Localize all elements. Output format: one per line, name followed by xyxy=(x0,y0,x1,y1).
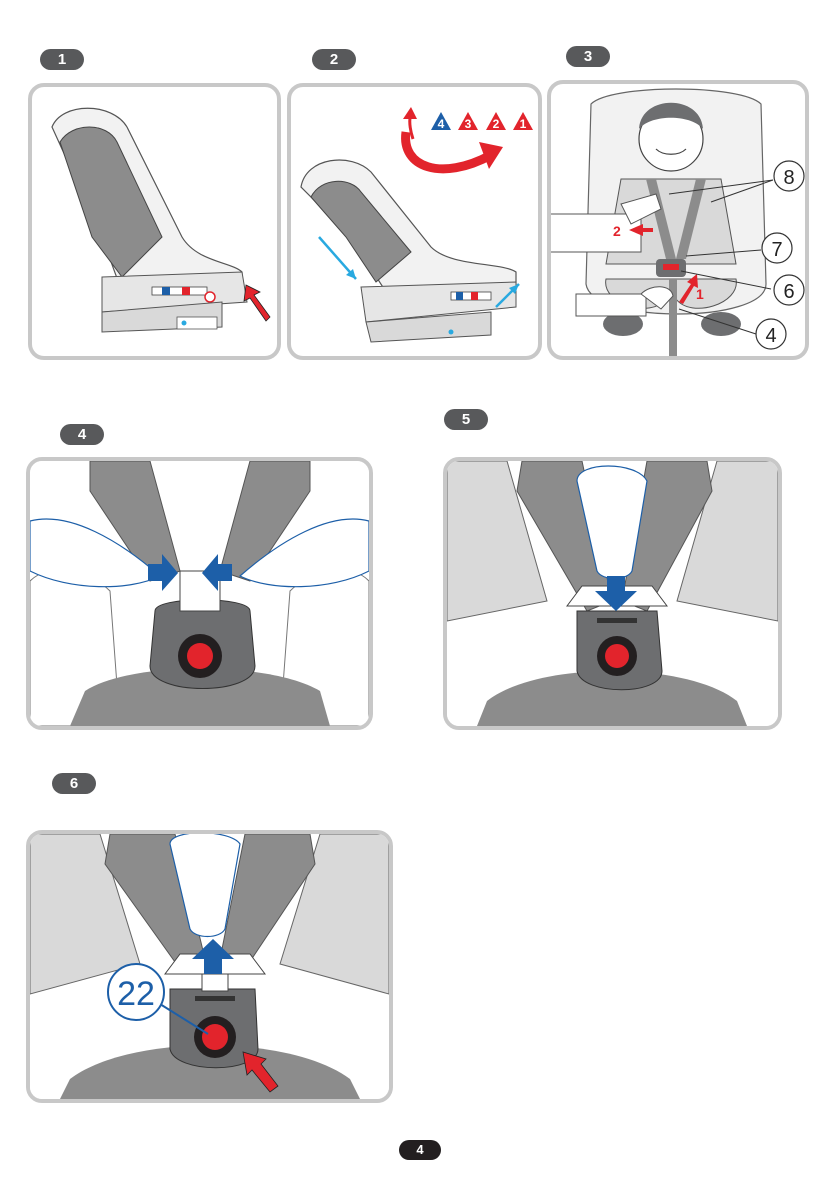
buckle-release-illustration: 22 xyxy=(30,834,389,1099)
callout-8: 8 xyxy=(774,161,804,191)
panel-step-5 xyxy=(443,457,782,730)
svg-text:8: 8 xyxy=(783,167,794,189)
step-badge-5: 5 xyxy=(444,409,488,430)
callout-6: 6 xyxy=(774,275,804,305)
panel-step-2: 4 3 2 1 xyxy=(287,83,542,360)
svg-text:22: 22 xyxy=(117,975,155,1013)
buckle-insert-illustration xyxy=(447,461,778,726)
recline-position-4: 4 xyxy=(431,112,451,131)
seat-side-illustration-1 xyxy=(32,87,277,356)
svg-text:4: 4 xyxy=(438,117,445,131)
svg-text:4: 4 xyxy=(765,325,776,347)
svg-text:6: 6 xyxy=(783,281,794,303)
step-badge-1: 1 xyxy=(40,49,84,70)
recline-position-2: 2 xyxy=(486,112,506,131)
callout-7: 7 xyxy=(762,233,792,263)
step-badge-6: 6 xyxy=(52,773,96,794)
step-badge-2: 2 xyxy=(312,49,356,70)
buckle-join-illustration xyxy=(30,461,369,726)
child-seat-illustration: 2 1 8 7 6 4 xyxy=(551,84,805,356)
svg-text:2: 2 xyxy=(493,117,500,131)
panel-step-6: 22 xyxy=(26,830,393,1103)
svg-text:1: 1 xyxy=(696,286,704,302)
panel-step-3: 2 1 8 7 6 4 xyxy=(547,80,809,360)
step-badge-4: 4 xyxy=(60,424,104,445)
red-push-arrow xyxy=(244,285,270,321)
red-curved-arrow xyxy=(406,132,491,169)
panel-step-1 xyxy=(28,83,281,360)
step-badge-3: 3 xyxy=(566,46,610,67)
svg-text:1: 1 xyxy=(520,117,527,131)
page-number: 4 xyxy=(399,1140,441,1160)
panel-step-4 xyxy=(26,457,373,730)
svg-text:2: 2 xyxy=(613,223,621,239)
callout-22: 22 xyxy=(108,964,164,1020)
svg-text:3: 3 xyxy=(465,117,472,131)
seat-recline-illustration: 4 3 2 1 xyxy=(291,87,538,356)
recline-position-1: 1 xyxy=(513,112,533,131)
callout-4: 4 xyxy=(756,319,786,349)
svg-text:7: 7 xyxy=(771,239,782,261)
recline-position-3: 3 xyxy=(458,112,478,131)
